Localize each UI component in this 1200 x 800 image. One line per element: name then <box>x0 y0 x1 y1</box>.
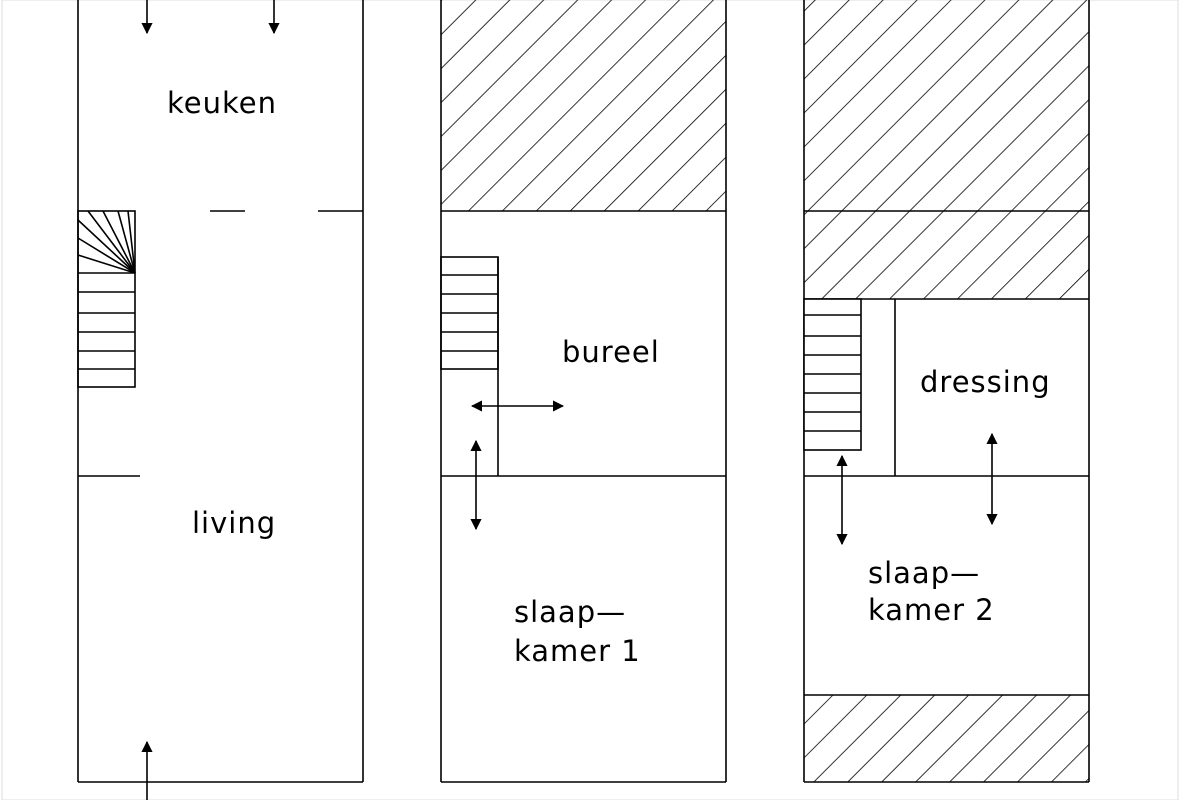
room-label-slaapkamer1-line1: slaap— <box>514 595 626 629</box>
staircase-first <box>440 256 499 370</box>
ground-floor-plan <box>77 0 364 800</box>
first-floor-plan <box>440 0 727 783</box>
room-label-slaapkamer2-line1: slaap— <box>868 556 980 590</box>
room-label-slaapkamer1-line2: kamer 1 <box>514 634 641 668</box>
staircase-second <box>803 298 862 451</box>
room-label-slaapkamer2-line2: kamer 2 <box>868 593 995 627</box>
room-label-keuken: keuken <box>167 86 277 120</box>
second-floor-plan <box>803 0 1090 783</box>
staircase-ground <box>77 210 136 388</box>
room-label-bureel: bureel <box>562 335 660 369</box>
room-label-dressing: dressing <box>920 365 1051 399</box>
room-label-living: living <box>192 506 276 540</box>
